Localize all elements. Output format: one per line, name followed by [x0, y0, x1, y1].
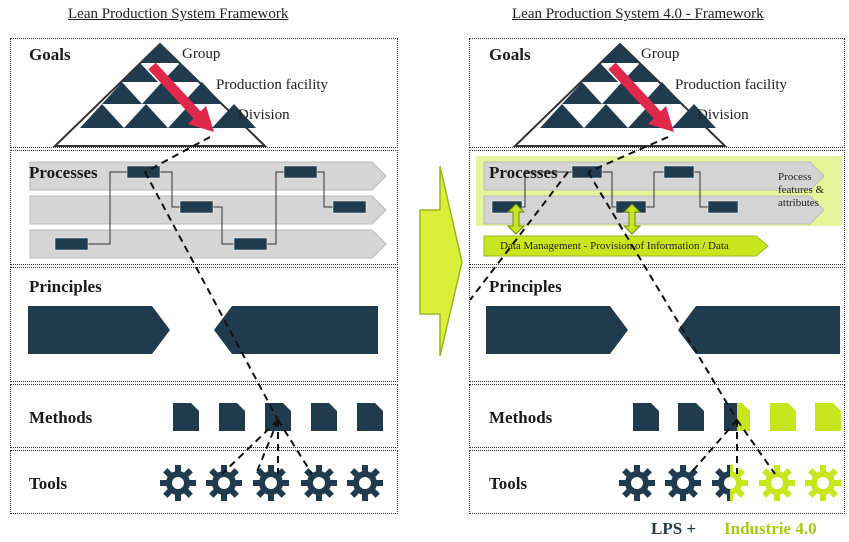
left-cascade-arrow — [148, 62, 214, 132]
right-methods-box — [469, 384, 845, 448]
left-processes-box — [10, 150, 398, 265]
left-dashed-links — [144, 136, 313, 475]
left-pyramid — [52, 42, 268, 147]
right-tool-gears — [619, 465, 841, 501]
right-framework-title: Lean Production System 4.0 - Framework — [512, 6, 764, 22]
data-management-label: Data Management - Provision of Informati… — [500, 240, 729, 252]
transition-arrow — [419, 165, 463, 357]
right-methods-label: Methods — [489, 408, 553, 427]
data-exchange-arrows — [506, 203, 642, 235]
right-dashed-links — [469, 136, 776, 475]
left-goals-label: Goals — [29, 45, 71, 64]
left-tools-box — [10, 450, 398, 514]
right-tools-box — [469, 450, 845, 514]
left-process-lanes — [29, 161, 387, 259]
left-goals-box — [10, 38, 398, 148]
left-process-flow — [88, 171, 333, 245]
right-pyramid-level-division: Division — [697, 107, 749, 123]
right-processes-label: Processes — [489, 163, 558, 182]
right-pyramid-level-production: Production facility — [675, 77, 788, 93]
left-framework-title: Lean Production System Framework — [68, 6, 289, 22]
right-goals-label: Goals — [489, 45, 531, 64]
right-pyramid-level-group: Group — [641, 46, 680, 62]
left-principles-label: Principles — [29, 277, 102, 296]
left-methods-box — [10, 384, 398, 448]
footer-lps-label: LPS + — [651, 519, 697, 538]
right-processes-box — [469, 150, 845, 265]
right-principles-label: Principles — [489, 277, 562, 296]
left-pyramid-level-group: Group — [182, 46, 221, 62]
process-features-line-2: features & — [778, 184, 825, 196]
process-features-line-3: attributes — [778, 197, 819, 209]
footer-industrie-label: Industrie 4.0 — [724, 519, 817, 538]
process-features-label: Process features & attributes — [778, 171, 838, 210]
process-features-line-1: Process — [778, 171, 812, 183]
right-principles-box — [469, 267, 845, 382]
right-pyramid — [512, 42, 728, 147]
left-pyramid-level-division: Division — [238, 107, 290, 123]
right-process-lanes — [476, 156, 842, 257]
left-methods-label: Methods — [29, 408, 93, 427]
right-principles-shapes — [486, 306, 840, 354]
right-cascade-arrow — [608, 62, 674, 132]
right-tools-label: Tools — [489, 474, 528, 493]
left-tool-gears — [160, 465, 383, 501]
left-principles-shapes — [28, 306, 378, 354]
left-processes-label: Processes — [29, 163, 98, 182]
left-principles-box — [10, 267, 398, 382]
left-pyramid-level-production: Production facility — [216, 77, 329, 93]
right-goals-box — [469, 38, 845, 148]
left-tools-label: Tools — [29, 474, 68, 493]
